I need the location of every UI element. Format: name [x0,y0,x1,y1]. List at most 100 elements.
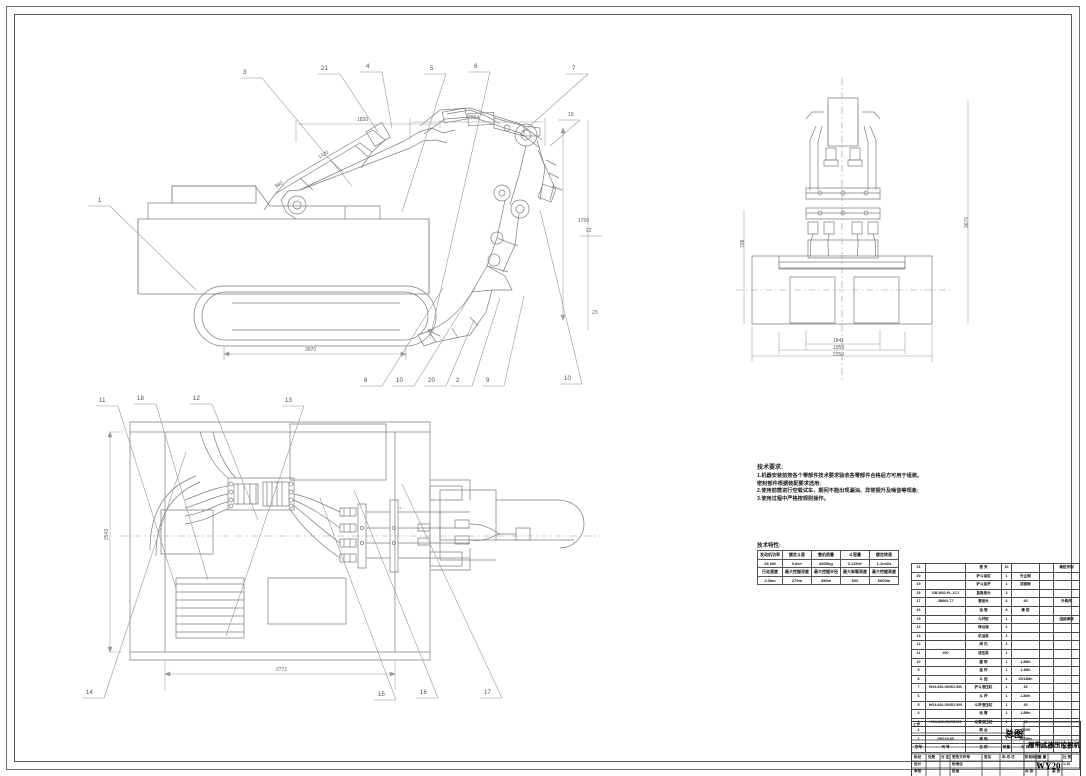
bom-cell-weight [1039,709,1054,719]
dim-plan-length: 2543 [104,528,110,540]
callout-plan-12: 12 [193,396,201,402]
spec-v2-2: 390m [811,576,841,585]
bom-cell-material [1011,588,1040,599]
callout-side-19: 19 [568,112,574,118]
bom-cell-no: 16 [911,605,926,616]
bom-cell-name: 铲斗油缸 [965,571,1002,582]
bom-cell-no: 21 [911,563,926,573]
bom-cell-weight [1039,691,1054,702]
bom-cell-name: 机油泵 [965,631,1002,642]
spec-h-1: 额定斗容 [782,550,812,560]
bom-cell-code [925,709,966,719]
bom-cell-qty: 1 [1001,657,1012,668]
bom-cell-qty: 1 [1001,666,1012,676]
dim-front-height: 3670 [964,216,970,228]
bom-cell-material [1011,614,1040,625]
tech-req-heading: 技术要求: [757,465,783,471]
sheet-border-outer [6,6,1080,770]
spec-h2-1: 最大挖掘深度 [782,567,812,577]
bom-cell-no: 9 [911,666,926,676]
bom-cell-qty: 1 [1001,571,1012,582]
tech-req-item-4: 3.使用过程中严格按规则操作。 [757,495,829,502]
callout-side-10a: 10 [396,378,404,384]
bom-cell-material: 外企制 [1011,571,1040,582]
tb-scale-value: 1:10 [1063,762,1071,766]
bom-cell-no: 8 [911,674,926,685]
bom-cell-remark [1053,709,1080,719]
bom-cell-name: 斗杆液压缸 [965,700,1002,711]
bom-cell-material: 1.8Mn [1011,657,1040,668]
drawing-title-cn: 总图 [1005,729,1024,739]
bom-cell-no: 15 [911,614,926,625]
bom-cell-qty: 1 [1001,709,1012,719]
bom-cell-material: 1.4Mn [1011,666,1040,676]
tb-sheet-label: 共 张 [1025,769,1034,773]
callout-side-9: 9 [486,378,490,384]
bom-cell-no: 14 [911,623,926,633]
callout-plan-16: 16 [420,690,428,696]
bom-cell-qty: 1 [1001,640,1012,650]
bom-cell-code: JB860-77 [925,597,966,607]
callout-plan-13: 13 [285,398,293,404]
dim-plan-width: 2771 [276,667,288,673]
bom-cell-qty: 3 [1001,588,1012,599]
bom-cell-code [925,691,966,702]
product-name-cn: 履带式液压挖掘机 [1028,742,1080,749]
technical-specification-table: 技术特性: 发动机功率 额定斗容 整机质量 斗容量 额定转速 36 kW 0.8… [757,541,899,585]
bom-cell-code [925,605,966,616]
bom-cell-no: 19 [911,580,926,590]
bom-cell-no: 10 [911,657,926,668]
callout-side-20: 20 [428,378,436,384]
spec-h-3: 斗容量 [840,550,870,560]
bom-cell-name: 铲斗液压缸 [965,683,1002,693]
bom-cell-weight [1039,648,1054,659]
bom-cell-no: 7 [911,683,926,693]
dim-side-overall-length: 3970 [305,347,317,353]
spec-v2-1: 270m [782,576,812,585]
bom-cell-qty: 8 [1001,605,1012,616]
tb-stage-value: S+ [1038,762,1043,766]
bom-cell-name: 斗 杆 [965,691,1002,702]
tb-weight-label: 重 量 [1038,755,1047,759]
bom-cell-qty: 1 [1001,580,1012,590]
spec-v2-3: 600 [840,576,870,585]
bom-cell-remark: 组装焊接 [1053,614,1080,625]
tb-mark-label: 标记 [914,755,922,759]
bom-cell-name: 动 臂 [965,709,1002,719]
callout-side-23: 23 [592,310,598,316]
bom-cell-weight [1039,623,1054,633]
bom-cell-no: 4 [911,709,926,719]
bom-cell-name: 斗杆缸 [965,614,1002,625]
spec-h-0: 发动机功率 [757,550,783,560]
tb-sheetno-label: 第 张 [1052,769,1061,773]
bom-cell-code [925,666,966,676]
bom-cell-remark [1053,623,1080,633]
bom-cell-weight [1039,605,1054,616]
bom-cell-code [925,674,966,685]
dim-front-708: 708 [740,239,746,248]
bom-cell-no: 13 [911,631,926,642]
tb-process-label: 工艺 [913,723,921,727]
bom-cell-remark [1053,640,1080,650]
bom-cell-weight [1039,700,1054,711]
callout-plan-15: 15 [378,692,386,698]
spec-h2-2: 最大挖掘半径 [811,567,841,577]
bom-cell-name: 管接头 [965,597,1002,607]
bom-cell-material [1011,623,1040,633]
callout-side-6: 6 [474,64,478,70]
sheet-border-inner [14,14,1072,762]
bom-cell-remark [1053,605,1080,616]
tb-change-label: 更改文件号 [952,755,970,759]
spec-header-row: 发动机功率 额定斗容 整机质量 斗容量 额定转速 [757,550,899,560]
bom-cell-name: 履 带 [965,657,1002,668]
callout-plan-17: 17 [484,690,492,696]
spec-h2-0: 行走速度 [757,567,783,577]
